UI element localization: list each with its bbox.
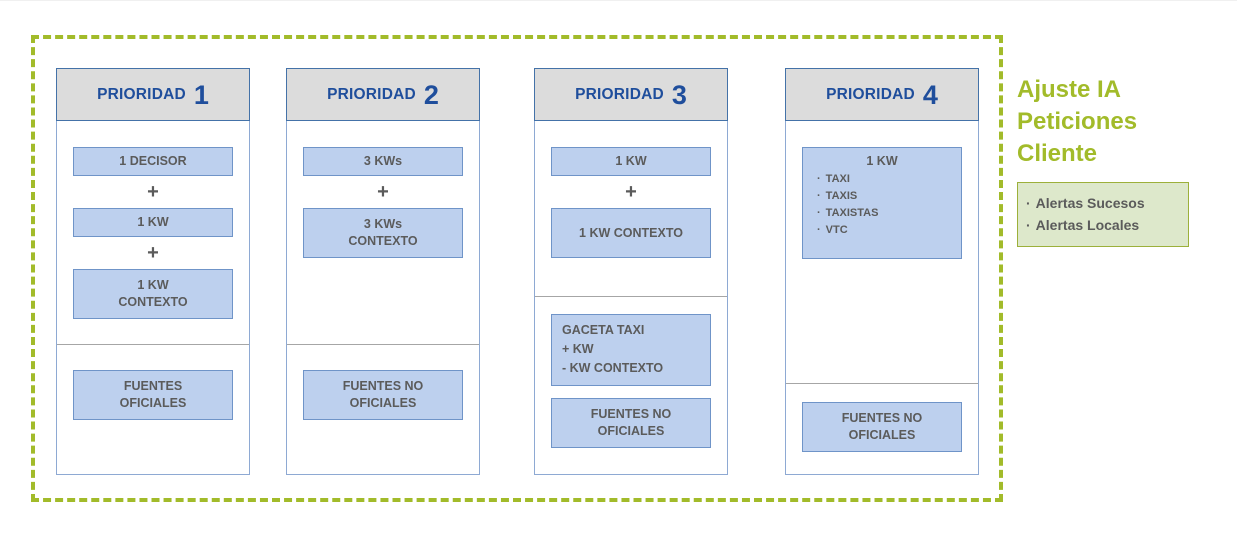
plus-operator: + <box>147 242 159 264</box>
keyword-list-box[interactable]: 1 KW TAXI TAXIS TAXISTAS VTC <box>802 147 962 259</box>
priority-column-4-top-section: 1 KW TAXI TAXIS TAXISTAS VTC <box>786 121 978 383</box>
priority-column-1-bottom-section: FUENTES OFICIALES <box>57 344 249 474</box>
sources-box-line: OFICIALES <box>119 396 187 410</box>
priority-column-1-header: PRIORIDAD 1 <box>56 68 250 121</box>
priority-number: 2 <box>423 80 439 110</box>
sources-box-line: FUENTES <box>123 379 183 394</box>
content-box[interactable]: 1 KW <box>73 208 233 237</box>
content-box-line: CONTEXTO <box>118 295 188 309</box>
priority-column-2-top-section: 3 KWs + 3 KWs CONTEXTO <box>287 121 479 344</box>
content-box-line: 1 KW <box>137 215 169 230</box>
sources-box-line: OFICIALES <box>848 428 916 442</box>
content-box-line: 3 KWs <box>363 217 403 232</box>
priority-label: PRIORIDAD <box>327 85 416 103</box>
sources-box[interactable]: FUENTES OFICIALES <box>73 370 233 420</box>
sources-box-line: OFICIALES <box>597 424 665 438</box>
sources-box[interactable]: FUENTES NO OFICIALES <box>303 370 463 420</box>
right-side-panel: Ajuste IA Peticiones Cliente Alertas Suc… <box>1017 74 1222 247</box>
content-box[interactable]: 1 KW CONTEXTO <box>551 208 711 258</box>
content-box-line: 1 KW <box>615 154 647 169</box>
priority-label: PRIORIDAD <box>97 85 186 103</box>
keyword-list-item: TAXIS <box>817 188 961 205</box>
content-box-line: 1 KW <box>137 278 169 293</box>
top-hairline <box>0 0 1237 1</box>
priority-column-4-bottom-section: FUENTES NO OFICIALES <box>786 383 978 474</box>
plus-operator: + <box>625 181 637 203</box>
priority-column-2[interactable]: PRIORIDAD 2 3 KWs + 3 KWs CONTEXTO FUENT… <box>286 68 480 475</box>
content-box[interactable]: 1 KW <box>551 147 711 176</box>
priority-column-2-bottom-section: FUENTES NO OFICIALES <box>287 344 479 474</box>
plus-operator: + <box>147 181 159 203</box>
priority-column-1-top-section: 1 DECISOR + 1 KW + 1 KW CONTEXTO <box>57 121 249 344</box>
priority-column-1[interactable]: PRIORIDAD 1 1 DECISOR + 1 KW + 1 KW CONT… <box>56 68 250 475</box>
gaceta-line: + KW <box>562 341 594 356</box>
panel-heading-line: Ajuste IA <box>1017 76 1122 103</box>
priority-column-4-header: PRIORIDAD 4 <box>785 68 979 121</box>
content-box[interactable]: 1 KW CONTEXTO <box>73 269 233 319</box>
content-box-line: 1 KW CONTEXTO <box>579 225 683 240</box>
content-box[interactable]: 1 DECISOR <box>73 147 233 176</box>
sources-box-line: FUENTES NO <box>342 379 424 394</box>
priority-column-3-header: PRIORIDAD 3 <box>534 68 728 121</box>
keyword-list-title: 1 KW <box>866 154 898 168</box>
priority-number: 1 <box>193 80 209 110</box>
keyword-list-item: TAXISTAS <box>817 205 961 222</box>
priority-column-4[interactable]: PRIORIDAD 4 1 KW TAXI TAXIS TAXISTAS VTC… <box>785 68 979 475</box>
keyword-list-item: TAXI <box>817 171 961 188</box>
priority-column-3[interactable]: PRIORIDAD 3 1 KW + 1 KW CONTEXTO GACETA … <box>534 68 728 475</box>
sources-box[interactable]: FUENTES NO OFICIALES <box>551 398 711 448</box>
plus-operator: + <box>377 181 389 203</box>
panel-heading-line: Cliente <box>1017 139 1098 167</box>
content-box[interactable]: 3 KWs CONTEXTO <box>303 208 463 258</box>
keyword-list: TAXI TAXIS TAXISTAS VTC <box>803 171 961 239</box>
priority-label: PRIORIDAD <box>826 85 915 103</box>
priority-number: 3 <box>671 80 687 110</box>
dashed-group-boundary <box>31 35 1003 502</box>
gaceta-taxi-box[interactable]: GACETA TAXI + KW - KW CONTEXTO <box>551 314 711 386</box>
gaceta-line: - KW CONTEXTO <box>562 360 664 375</box>
content-box-line: 3 KWs <box>363 154 403 169</box>
alert-item: Alertas Locales <box>1026 214 1188 236</box>
priority-column-3-top-section: 1 KW + 1 KW CONTEXTO <box>535 121 727 296</box>
priority-column-2-header: PRIORIDAD 2 <box>286 68 480 121</box>
priority-column-3-bottom-section: GACETA TAXI + KW - KW CONTEXTO FUENTES N… <box>535 296 727 474</box>
priority-label: PRIORIDAD <box>575 85 664 103</box>
keyword-list-item: VTC <box>817 222 961 239</box>
sources-box-line: FUENTES NO <box>590 407 672 422</box>
sources-box-line: FUENTES NO <box>841 411 923 426</box>
priority-number: 4 <box>922 80 938 110</box>
content-box-line: 1 DECISOR <box>119 154 187 169</box>
content-box[interactable]: 3 KWs <box>303 147 463 176</box>
gaceta-line: GACETA TAXI <box>562 323 645 337</box>
alerts-green-box[interactable]: Alertas Sucesos Alertas Locales <box>1017 181 1189 247</box>
sources-box[interactable]: FUENTES NO OFICIALES <box>802 402 962 452</box>
sources-box-line: OFICIALES <box>349 396 417 410</box>
content-box-line: CONTEXTO <box>348 234 418 248</box>
alert-item: Alertas Sucesos <box>1026 192 1188 214</box>
panel-heading-line: Peticiones <box>1017 107 1138 135</box>
